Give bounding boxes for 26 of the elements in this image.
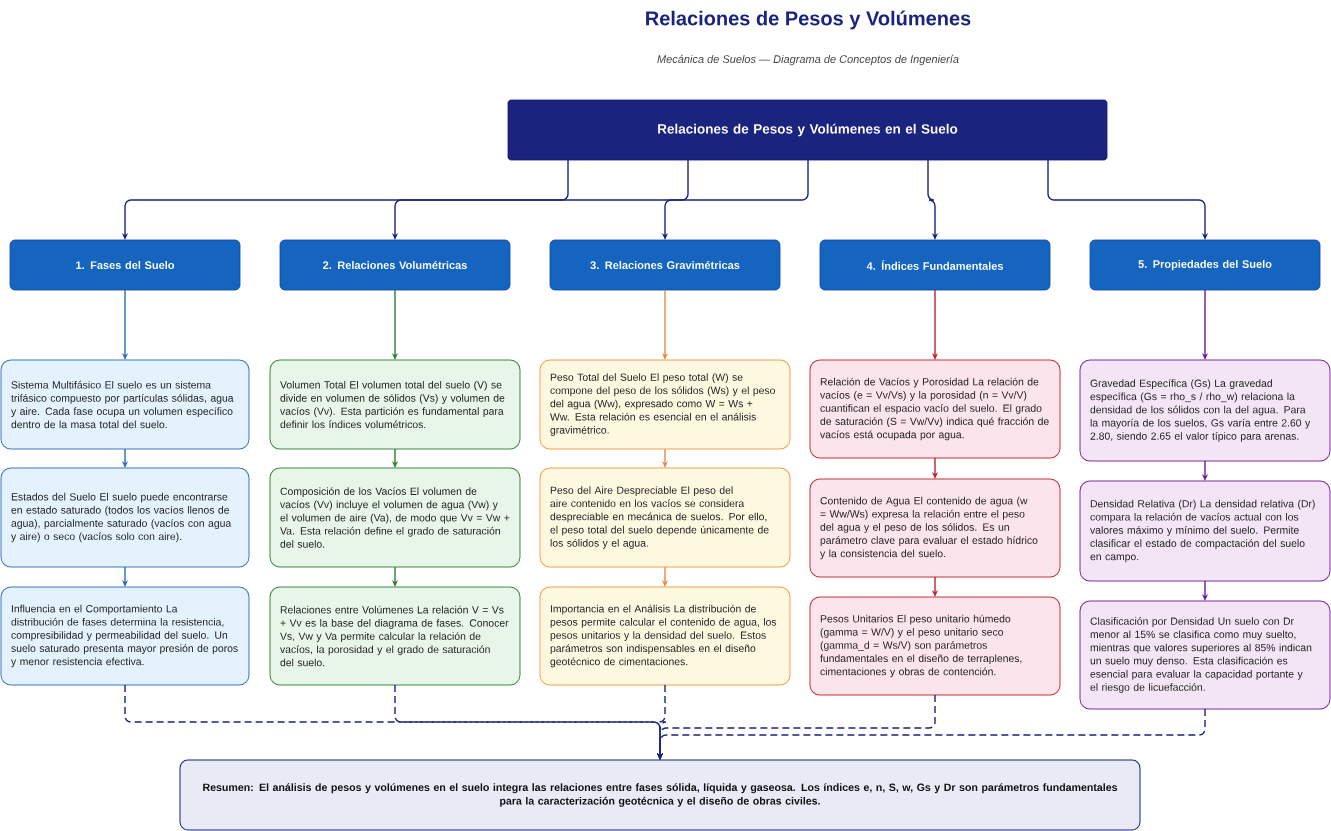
concept-box: Peso Total del Suelo El peso total (W) se compone del peso de los sólidos (Ws) y el peso del agua (Ww), expresado como W = Ws + Ww. Esta relación es esencial en el análisis gravimétrico.	[539, 359, 791, 450]
concept-box: Estados del Suelo El suelo puede encontrarse en estado saturado (todos los vacíos llenos de agua), parcialmente saturado (vacíos con agua y aire) o seco (vacíos solo con aire).	[0, 467, 250, 568]
concept-box: Clasificación por Densidad Un suelo con Dr menor al 15% se clasifica como muy suelto, mientras que valores superiores al 85% indican un suelo muy denso. Esta clasificación es esencial para evaluar la capacidad portante y el riesgo de licuefacción.	[1079, 600, 1331, 710]
concept-box: Contenido de Agua El contenido de agua (w = Ww/Ws) expresa la relación entre el peso del agua y el peso de los sólidos. Es un parámetro clave para evaluar el estado hídrico y la consistencia del suelo.	[809, 478, 1061, 578]
arrow	[927, 159, 939, 240]
subtitle: Mecánica de Suelos — Diagrama de Conceptos de Ingeniería	[657, 54, 959, 66]
concept-box: Importancia en el Análisis La distribución de pesos permite calcular el contenido de agua, los pesos unitarios y la densidad del suelo. Estos parámetros son indispensables en el diseño geotécnico de cimentaciones.	[539, 586, 791, 686]
concept-box: Composición de los Vacíos El volumen de vacíos (Vv) incluye el volumen de agua (Vw) y el volumen de aire (Va), de modo que Vv = Vw + Va. Esta relación define el grado de saturación del suelo.	[269, 467, 521, 568]
category-box: 4. Índices Fundamentales	[819, 239, 1051, 291]
concept-box: Influencia en el Comportamiento La distribución de fases determina la resistencia, compresibilidad y permeabilidad del suelo. Un suelo saturado presenta mayor presión de poros y menor resistencia efectiva.	[0, 586, 250, 686]
category-box: 2. Relaciones Volumétricas	[279, 239, 511, 291]
arrow	[1047, 159, 1209, 240]
summary-box: Resumen: El análisis de pesos y volúmenes en el suelo integra las relaciones entre fases sólida, líquida y gaseosa. Los índices e, n, S, w, Gs y Dr son parámetros fundamentales para la caracterización geotécnica y el diseño de obras civiles.	[179, 759, 1141, 831]
concept-box: Volumen Total El volumen total del suelo (V) se divide en volumen de sólidos (Vs) y volumen de vacíos (Vv). Esta partición es fundamental para definir los índices volumétricos.	[269, 359, 521, 450]
category-box: 3. Relaciones Gravimétricas	[549, 239, 781, 291]
concept-box: Densidad Relativa (Dr) La densidad relativa (Dr) compara la relación de vacíos actual con los valores máximo y mínimo del suelo. Permite clasificar el estado de compactación del suelo en campo.	[1079, 480, 1331, 582]
concept-box: Gravedad Específica (Gs) La gravedad específica (Gs = rho_s / rho_w) relaciona la densidad de los sólidos con la del agua. Para la mayoría de los suelos, Gs varía entre 2.60 y 2.80, siendo 2.65 el valor típico para arenas.	[1079, 359, 1331, 462]
concept-box: Relación de Vacíos y Porosidad La relación de vacíos (e = Vv/Vs) y la porosidad (n = Vv/V) cuantifican el espacio vacío del suelo. El grado de saturación (S = Vw/Vv) indica qué fracción de vacíos está ocupada por agua.	[809, 359, 1061, 459]
title: Relaciones de Pesos y Volúmenes	[646, 10, 971, 30]
topic-box: Relaciones de Pesos y Volúmenes en el Suelo	[507, 99, 1108, 161]
concept-box: Peso del Aire Despreciable El peso del aire contenido en los vacíos se considera despreciable en mecánica de suelos. Por ello, el peso total del suelo depende únicamente de los sólidos y el agua.	[539, 467, 791, 568]
concept-box: Sistema Multifásico El suelo es un sistema trifásico compuesto por partículas sólidas, agua y aire. Cada fase ocupa un volumen específico dentro de la masa total del suelo.	[0, 359, 250, 450]
concept-box: Pesos Unitarios El peso unitario húmedo (gamma = W/V) y el peso unitario seco (gamma_d = Ws/V) son parámetros fundamentales en el diseño de terraplenes, cimentaciones y obras de contención.	[809, 596, 1061, 696]
concept-box: Relaciones entre Volúmenes La relación V = Vs + Vv es la base del diagrama de fases. Conocer Vs, Vw y Va permite calcular la relación de vacíos, la porosidad y el grado de saturación del suelo.	[269, 586, 521, 686]
category-box: 1. Fases del Suelo	[9, 239, 241, 291]
category-box: 5. Propiedades del Suelo	[1089, 239, 1321, 291]
